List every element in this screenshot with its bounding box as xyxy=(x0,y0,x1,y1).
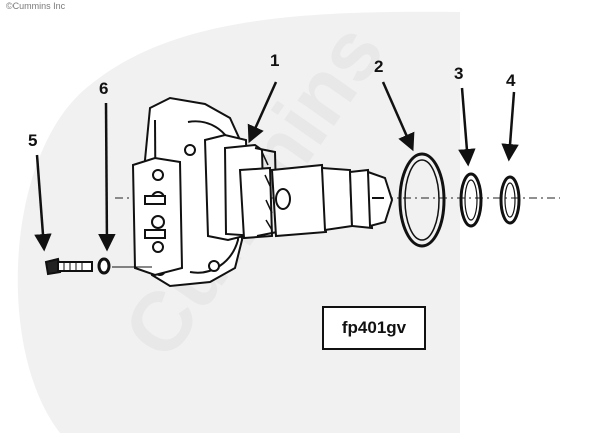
seal-ring xyxy=(398,152,446,248)
callout-3: 3 xyxy=(454,64,464,83)
hub xyxy=(203,133,279,242)
figure-code: fp401gv xyxy=(341,318,407,337)
callout-5: 5 xyxy=(28,131,38,150)
shaft xyxy=(270,163,394,238)
callout-2: 2 xyxy=(374,57,384,76)
callout-1: 1 xyxy=(270,51,280,70)
o-ring-small-inner xyxy=(504,182,516,218)
figure-code-box: fp401gv xyxy=(322,306,426,350)
leader-arrows xyxy=(34,81,519,252)
callout-6: 6 xyxy=(99,79,109,98)
o-ring-large-inner xyxy=(464,179,478,221)
seal-ring-inner xyxy=(404,159,440,241)
washer xyxy=(97,257,111,275)
callout-4: 4 xyxy=(506,71,516,90)
o-ring-large xyxy=(459,172,483,228)
o-ring-small xyxy=(499,175,521,225)
copyright-text: ©Cummins Inc xyxy=(6,1,66,11)
screw xyxy=(44,257,93,276)
